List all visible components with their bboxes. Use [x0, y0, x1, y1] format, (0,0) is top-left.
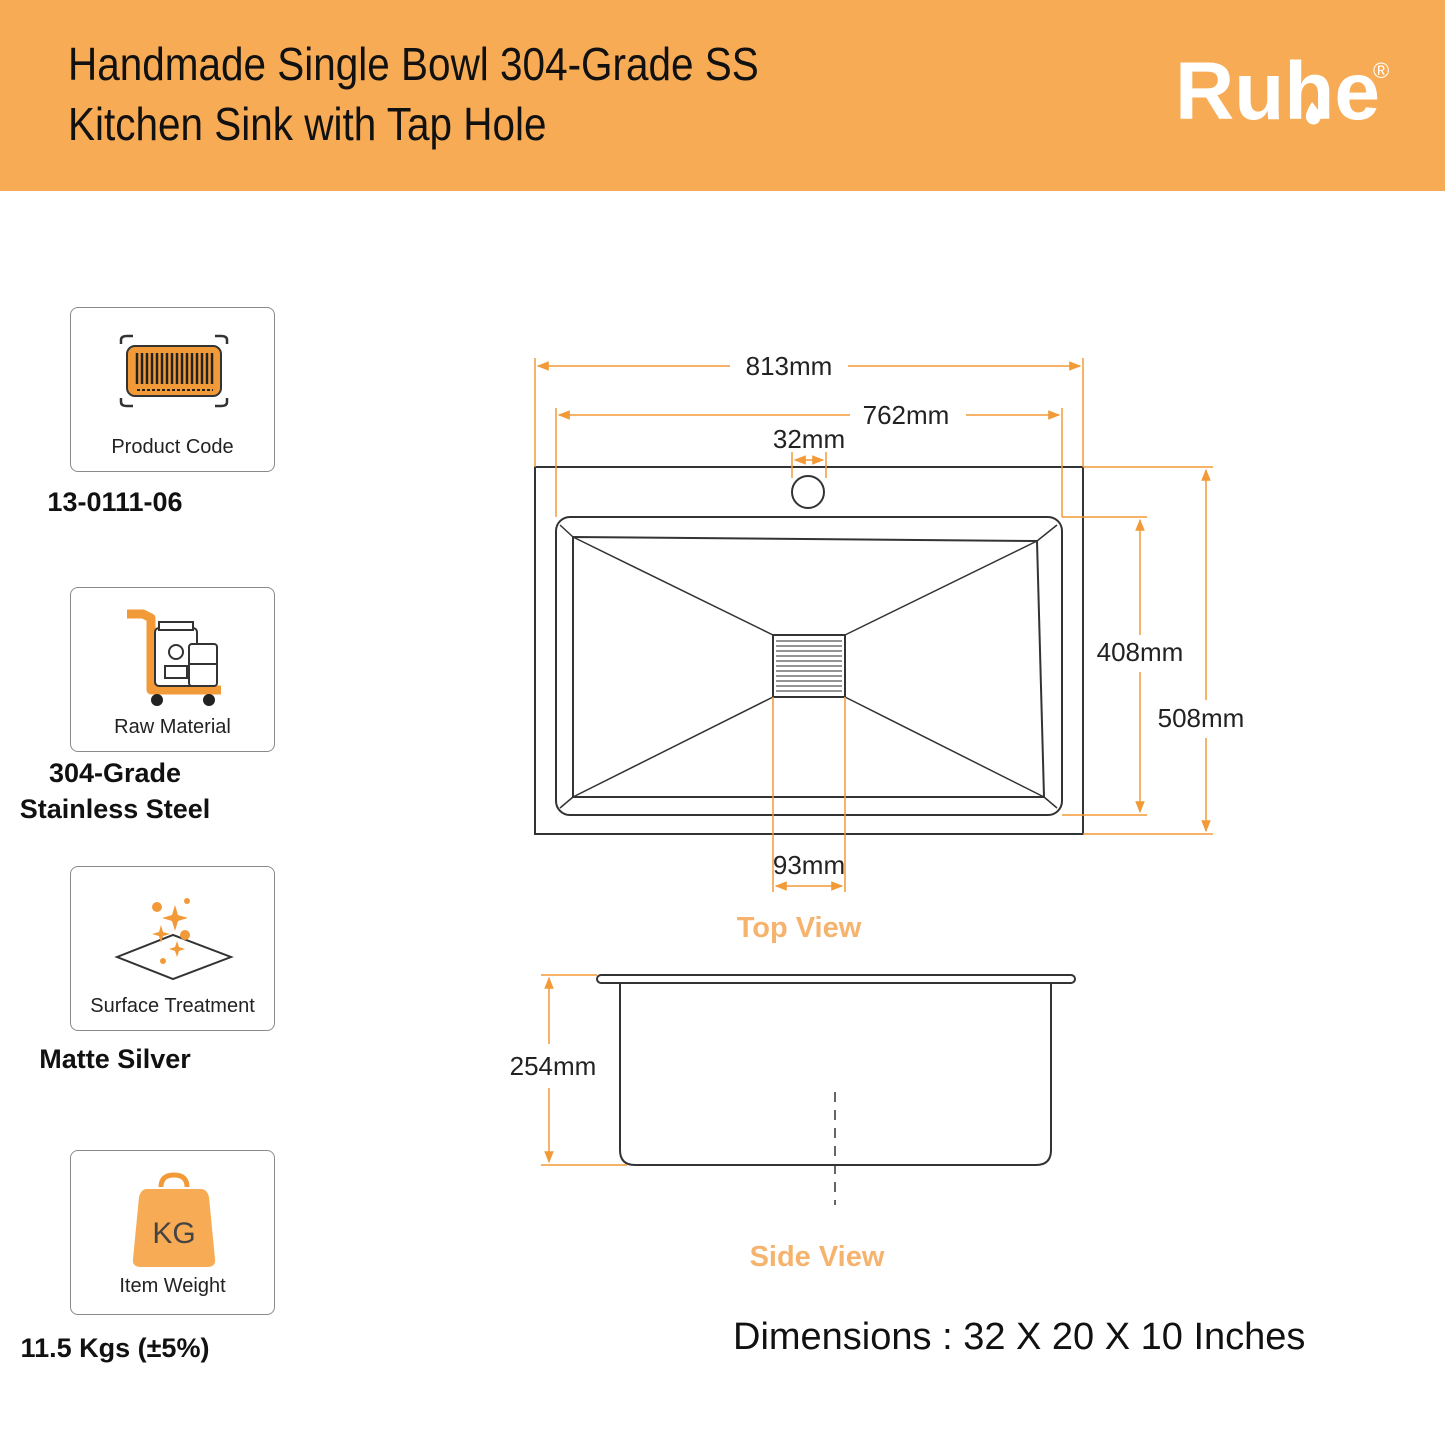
top-view — [534, 466, 1084, 835]
brand-registered-mark: ® — [1373, 58, 1389, 83]
bowl-width-label: 762mm — [863, 400, 950, 430]
hand-truck-icon — [127, 609, 221, 706]
spec-card-surface-treatment: Surface Treatment — [70, 866, 275, 1031]
overall-width-label: 813mm — [746, 351, 833, 381]
barcode-scan-icon — [119, 334, 229, 408]
overall-depth-label: 508mm — [1158, 703, 1245, 733]
kg-icon-text: KG — [152, 1217, 195, 1250]
drain-width-label: 93mm — [773, 850, 845, 880]
sparkle-surface-icon — [114, 898, 234, 981]
tap-hole — [791, 475, 825, 509]
title-line-1: Handmade Single Bowl 304-Grade SS — [68, 38, 759, 90]
side-height-label: 254mm — [510, 1051, 597, 1081]
raw-material-label: Raw Material — [114, 716, 231, 738]
raw-material-value-line-2: Stainless Steel — [19, 794, 211, 824]
surface-treatment-value: Matte Silver — [39, 1044, 191, 1074]
spec-card-raw-material: Raw Material — [70, 587, 275, 752]
water-drop-icon — [1305, 102, 1321, 125]
kg-weight-icon: KG — [132, 1172, 216, 1267]
bowl-outer-edge — [555, 516, 1063, 816]
product-code-label: Product Code — [111, 436, 234, 458]
raw-material-value-line-1: 304-Grade — [48, 758, 182, 788]
spec-card-item-weight: KG Item Weight — [70, 1150, 275, 1315]
sink-rim — [596, 974, 1076, 984]
header-banner: Handmade Single Bowl 304-Grade SS Kitche… — [0, 0, 1445, 191]
product-code-value: 13-0111-06 — [47, 487, 183, 517]
side-view — [596, 974, 1076, 1205]
tap-hole-label: 32mm — [773, 424, 845, 454]
brand-name: Ruhe — [1175, 46, 1380, 134]
side-view-caption: Side View — [750, 1241, 885, 1273]
overall-dimensions: Dimensions : 32 X 20 X 10 Inches — [733, 1316, 1306, 1358]
surface-treatment-label: Surface Treatment — [90, 995, 255, 1017]
item-weight-label: Item Weight — [119, 1275, 226, 1297]
item-weight-value: 11.5 Kgs (±5%) — [20, 1333, 210, 1363]
spec-card-product-code: Product Code — [70, 307, 275, 472]
title-line-2: Kitchen Sink with Tap Hole — [68, 98, 547, 150]
page-title: Handmade Single Bowl 304-Grade SS Kitche… — [68, 34, 759, 154]
side-view-dimension-lines — [541, 974, 627, 1166]
sink-outer-outline — [534, 466, 1084, 835]
brand-logo: Ruhe ® — [1175, 46, 1389, 134]
top-view-caption: Top View — [737, 912, 862, 944]
bowl-depth-label: 408mm — [1097, 637, 1184, 667]
top-view-dimension-lines — [534, 358, 1213, 892]
